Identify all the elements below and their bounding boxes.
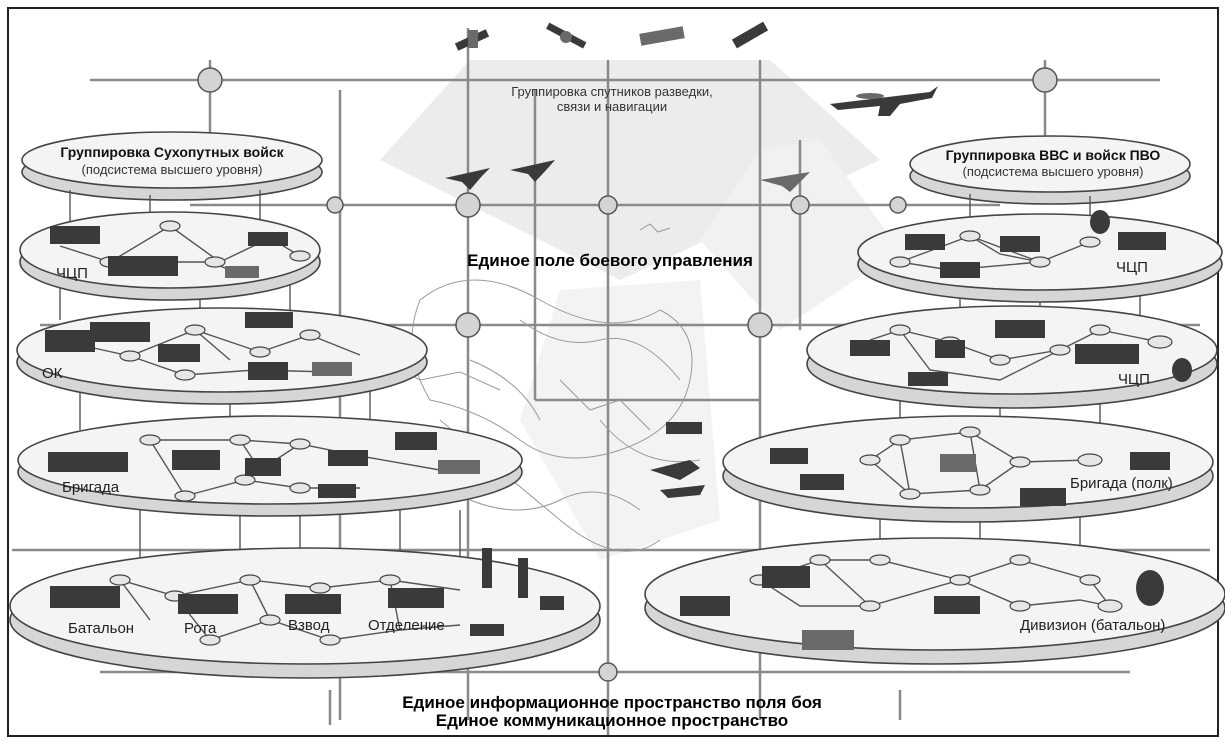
left-level-4-platoon: Взвод	[288, 617, 330, 634]
satellite-icon	[731, 21, 769, 49]
radar-icon	[1090, 210, 1110, 234]
ground-group-subtitle: (подсистема высшего уровня)	[82, 162, 263, 177]
air-group-subtitle: (подсистема высшего уровня)	[963, 164, 1144, 179]
aircraft-icon	[830, 86, 938, 116]
tank-icon	[934, 596, 980, 614]
left-level-4-squad: Отделение	[368, 617, 445, 634]
left-level-3-plate: Бригада	[17, 415, 523, 517]
air-defense-group-plate: Группировка ВВС и войск ПВО (подсистема …	[909, 135, 1191, 205]
soldier-icon	[540, 596, 564, 610]
missile-launcher-icon	[248, 362, 288, 380]
missile-launcher-icon	[940, 454, 976, 472]
tank-icon	[318, 484, 356, 498]
truck-icon	[1020, 488, 1066, 506]
truck-icon	[48, 452, 128, 472]
missile-launcher-icon	[248, 232, 288, 246]
missile-launcher-icon	[245, 458, 281, 476]
helicopter-icon	[650, 422, 705, 498]
left-level-4-company: Рота	[184, 620, 217, 637]
tank-icon	[285, 594, 341, 614]
right-level-3-label: Бригада (полк)	[1070, 475, 1173, 492]
truck-icon	[995, 320, 1045, 338]
soldier-icon	[482, 548, 492, 588]
radar-icon	[935, 340, 965, 358]
satellite-icon	[639, 26, 685, 46]
fighter-jet-icon	[760, 172, 810, 192]
truck-icon	[90, 322, 150, 342]
battle-control-field-label: Единое поле боевого управления	[467, 251, 753, 270]
left-level-1-label: ЧЦП	[56, 265, 88, 282]
right-level-1-label: ЧЦП	[1116, 259, 1148, 276]
satellite-icon	[454, 29, 490, 51]
radar-icon	[1172, 358, 1192, 382]
satellite-group-label: Группировка спутников разведки,связи и н…	[511, 84, 713, 114]
right-level-1-plate: ЧЦП	[857, 210, 1223, 303]
left-level-3-label: Бригада	[62, 479, 120, 496]
truck-icon	[245, 312, 293, 328]
truck-icon	[225, 266, 259, 278]
truck-icon	[50, 226, 100, 244]
ground-group-title: Группировка Сухопутных войск	[60, 144, 284, 160]
soldier-icon	[470, 624, 504, 636]
comm-space-label: Единое коммуникационное пространство	[436, 711, 788, 730]
tank-icon	[438, 460, 480, 474]
tank-icon	[328, 450, 368, 466]
satellite-icon	[546, 22, 587, 49]
soldier-icon	[518, 558, 528, 598]
tank-icon	[178, 594, 238, 614]
tank-icon	[908, 372, 948, 386]
fighter-jet-icon	[510, 160, 555, 182]
left-level-1-plate: ЧЦП	[19, 211, 321, 301]
left-level-2-plate: ОК	[16, 307, 428, 405]
left-level-4-battalion: Батальон	[68, 620, 134, 637]
truck-icon	[108, 256, 178, 276]
missile-launcher-icon	[905, 234, 945, 250]
fighter-jet-icon	[445, 168, 490, 190]
tank-icon	[762, 566, 810, 588]
truck-icon	[1130, 452, 1170, 470]
right-level-3-plate: Бригада (полк)	[722, 415, 1214, 523]
info-space-label: Единое информационное пространство поля …	[402, 693, 822, 712]
grid-nodes	[197, 67, 1058, 682]
truck-icon	[158, 344, 200, 362]
ground-forces-group-plate: Группировка Сухопутных войск (подсистема…	[21, 131, 323, 201]
truck-icon	[395, 432, 437, 450]
left-level-2-label: ОК	[42, 365, 63, 382]
air-group-title: Группировка ВВС и войск ПВО	[946, 147, 1161, 163]
truck-icon	[45, 330, 95, 352]
missile-launcher-icon	[940, 262, 980, 278]
tank-icon	[770, 448, 808, 464]
radar-icon	[1136, 570, 1164, 606]
truck-icon	[1118, 232, 1166, 250]
left-level-4-plate: Батальон Рота Взвод Отделение	[9, 547, 601, 679]
right-level-2-plate: ЧЦП	[806, 305, 1218, 409]
missile-launcher-icon	[680, 596, 730, 616]
tank-icon	[800, 474, 844, 490]
tank-icon	[50, 586, 120, 608]
right-level-4-label: Дивизион (батальон)	[1020, 617, 1165, 634]
radar-icon	[802, 630, 854, 650]
right-level-4-plate: Дивизион (батальон)	[644, 537, 1225, 665]
truck-icon	[172, 450, 220, 470]
missile-launcher-icon	[1000, 236, 1040, 252]
truck-icon	[1075, 344, 1139, 364]
tank-icon	[312, 362, 352, 376]
missile-launcher-icon	[850, 340, 890, 356]
right-level-2-label: ЧЦП	[1118, 371, 1150, 388]
tank-icon	[388, 588, 444, 608]
satellite-beam	[380, 60, 880, 280]
